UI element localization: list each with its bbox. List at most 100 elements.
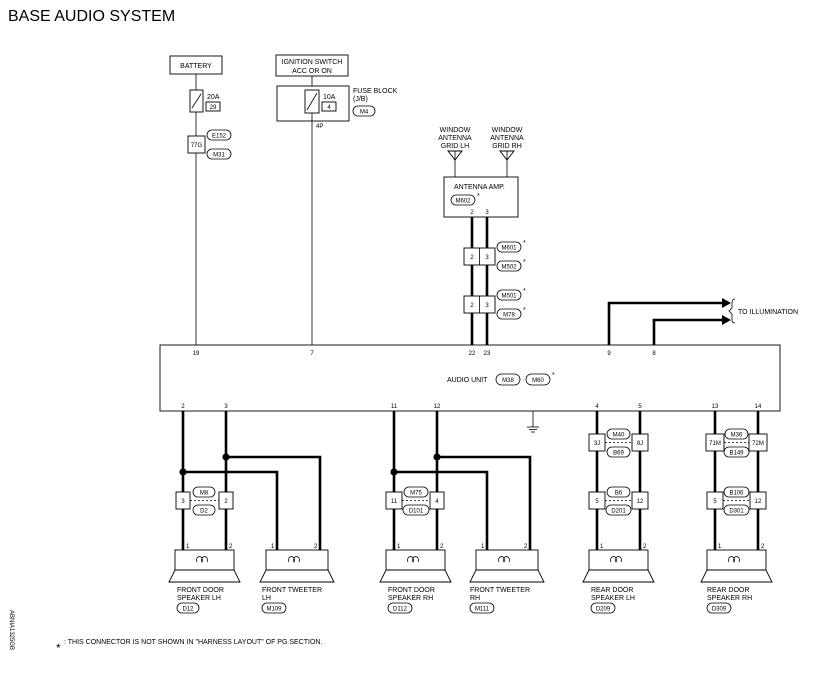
rear-rh-conn-id-1: M36 [731,433,743,439]
antenna-amp-star: * [477,193,480,200]
battery-fuse-number: 29 [210,105,217,111]
speaker-5-line1: REAR DOOR [707,587,749,594]
rear-rh-conn2-id-2: D301 [729,509,744,515]
speaker-coil-icon [288,556,300,563]
au-bot-pin-13: 13 [712,404,719,410]
fuse-block-conn: M4 [360,110,369,116]
rear-rh-conn-id-2: B149 [729,451,744,457]
antenna-amp-pin-3: 3 [485,210,489,216]
ignition-fuse-rating: 10A [323,94,336,101]
speaker-4-line1: REAR DOOR [591,587,633,594]
audio-unit-label: AUDIO UNIT [447,377,488,384]
antenna-conn2-pin-b: 3 [485,303,489,309]
svg-text:·: · [522,377,524,384]
rear-rh-wiring: 71M 72M M36 B149 5 12 B106 D301 [705,411,768,550]
speaker-pin-2: 2 [314,544,318,550]
illumination-wires: TO ILLUMINATION [607,298,798,345]
ignition-circuit: IGNITION SWITCH ACC OR ON 10A 4 FUSE BLO… [275,54,398,345]
speaker-coil-icon [196,556,208,563]
au-top-pin-7: 7 [310,351,314,357]
speaker-3-line2: RH [470,595,480,602]
antenna-amp-pin-2: 2 [470,210,474,216]
au-top-pin-9: 9 [607,351,611,357]
au-bot-pin-11: 11 [391,404,398,410]
rear-rh-conn-pin-l: 71M [709,441,721,447]
au-top-pin-19: 19 [193,351,200,357]
speaker-4-line2: SPEAKER LH [591,595,635,602]
battery-label: BATTERY [180,63,212,70]
speaker-front-door-rh: 1 2 FRONT DOOR SPEAKER RH D112 [379,544,452,614]
audio-unit-star: * [552,372,555,379]
rear-lh-conn-pin-r: 8J [637,441,643,447]
au-bot-pin-2: 2 [181,404,185,410]
front-rh-conn-pin-l: 11 [391,499,398,505]
front-lh-conn-pin-l: 3 [181,499,185,505]
antenna-lh-line1: WINDOW [440,127,471,134]
speaker-rear-door-rh: 1 2 REAR DOOR SPEAKER RH D309 [700,544,773,614]
speaker-5-line2: SPEAKER RH [707,595,752,602]
speaker-pin-1: 1 [397,544,401,550]
speaker-2-conn: D112 [393,607,408,613]
antenna-lh-line2: ANTENNA [438,135,472,142]
ground-icon [527,411,539,433]
rear-rh-conn2-pin-r: 12 [755,499,762,505]
rear-lh-conn2-pin-r: 12 [637,499,644,505]
audio-unit-conn-1: M38 [502,378,514,384]
illumination-label: TO ILLUMINATION [738,309,798,316]
speaker-rear-door-lh: 1 2 REAR DOOR SPEAKER LH D209 [582,544,655,614]
rear-rh-conn2-pin-l: 5 [713,499,717,505]
front-rh-conn-id-1: M75 [410,491,422,497]
speaker-front-tweeter-lh: 1 2 FRONT TWEETER LH M109 [259,544,335,614]
front-rh-conn-id-2: D101 [409,509,424,515]
rear-rh-conn-pin-r: 72M [752,441,764,447]
speaker-coil-icon [728,556,740,563]
ignition-mode-label: ACC OR ON [292,68,332,75]
battery-conn-pin: 77G [191,143,203,149]
speaker-pin-1: 1 [271,544,275,550]
front-lh-conn-id-2: D2 [200,509,208,515]
illumination-arrow-2 [722,315,731,325]
ignition-fuse-number: 4 [327,105,331,111]
front-rh-wiring: 11 4 M75 D101 [385,411,532,550]
front-lh-wiring: 3 2 M8 D2 [175,411,322,550]
speaker-pin-2: 2 [643,544,647,550]
rear-lh-conn-id-1: M40 [613,433,625,439]
antenna-conn2-pin-a: 2 [470,303,474,309]
antenna-conn1-id-1: M601 [501,246,517,252]
antenna-lh-line3: GRID LH [441,143,469,150]
speaker-coil-icon [407,556,419,563]
speaker-5-conn: D309 [712,607,727,613]
antenna-conn1-star-1: * [523,240,526,247]
rear-lh-conn2-pin-l: 5 [595,499,599,505]
battery-conn-1: E152 [212,134,227,140]
speaker-0-conn: D12 [182,607,194,613]
au-top-pin-8: 8 [652,351,656,357]
rear-rh-conn2-id-1: B106 [729,491,744,497]
antenna-amp-conn: M602 [455,199,471,205]
fuse-block-label: FUSE BLOCK [353,88,398,95]
battery-fuse-rating: 20A [207,94,220,101]
speaker-1-line1: FRONT TWEETER [262,587,322,594]
antenna-rh-line2: ANTENNA [490,135,524,142]
au-top-pin-23: 23 [484,351,491,357]
audio-unit: 19 7 22 23 9 8 AUDIO UNIT M38 · M60 * 2 … [159,344,781,433]
speaker-3-conn: M111 [475,607,490,613]
antenna-conn2-star-1: * [523,288,526,295]
antenna-conn2-id-1: M501 [501,294,517,300]
antenna-conn2-id-2: M78 [503,313,515,319]
speaker-0-line1: FRONT DOOR [177,587,224,594]
speaker-1-line2: LH [262,595,271,602]
au-bot-pin-12: 12 [434,404,441,410]
footnote-text: : THIS CONNECTOR IS NOT SHOWN IN "HARNES… [64,639,322,646]
speaker-pin-1: 1 [481,544,485,550]
speaker-pin-2: 2 [229,544,233,550]
front-lh-conn-pin-r: 2 [224,499,228,505]
rear-lh-wiring: 3J 8J M40 B69 5 12 B6 D201 [588,411,649,550]
illumination-arrow-1 [722,298,731,308]
speaker-2-line1: FRONT DOOR [388,587,435,594]
antenna-rh-line1: WINDOW [492,127,523,134]
side-code: ABNIA1325GB [8,610,14,650]
speaker-3-line1: FRONT TWEETER [470,587,530,594]
speaker-0-line2: SPEAKER LH [177,595,221,602]
